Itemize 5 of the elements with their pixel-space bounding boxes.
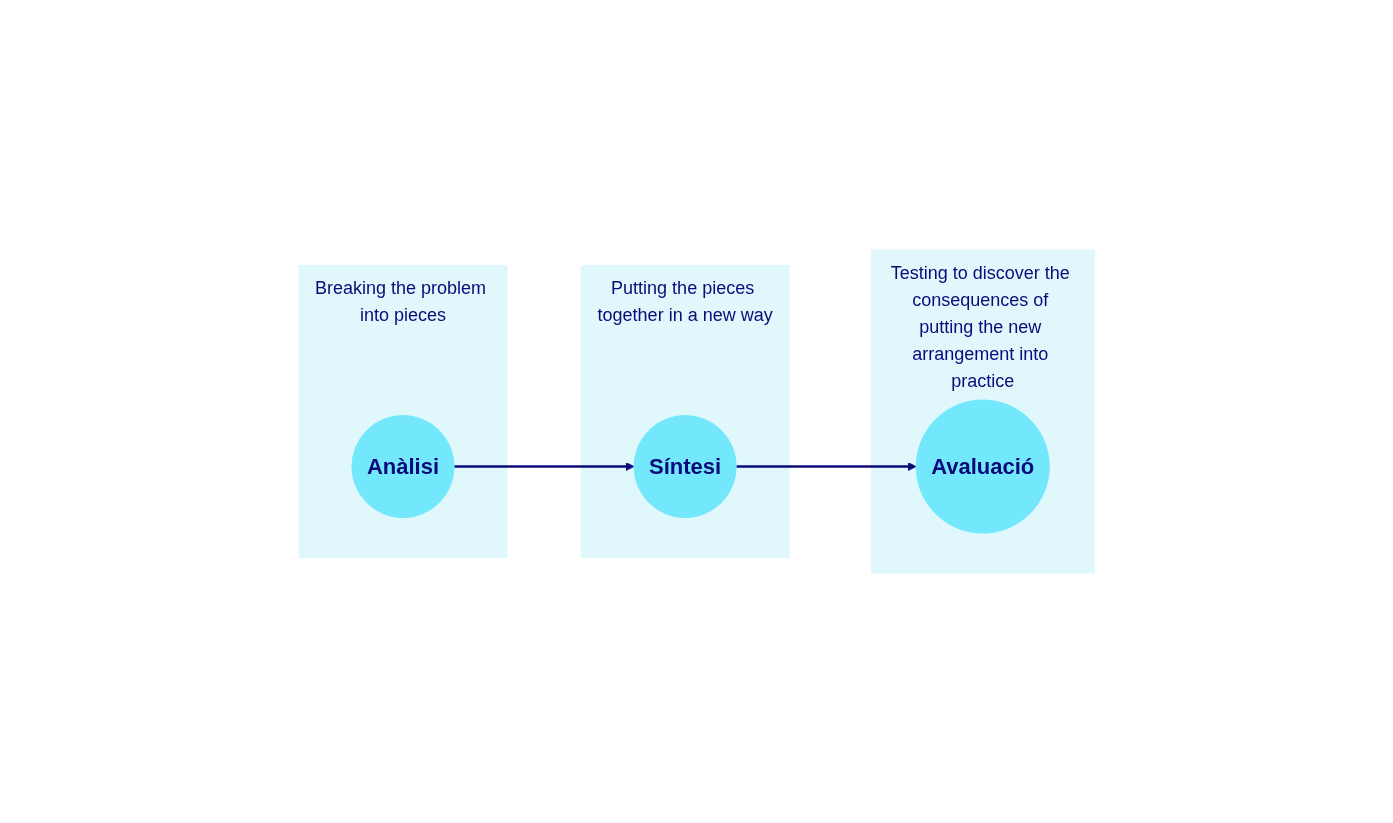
node-circle: Avaluació bbox=[915, 399, 1050, 534]
node-circle: Anàlisi bbox=[351, 414, 455, 519]
node-circle: Síntesi bbox=[633, 414, 737, 519]
arrow bbox=[736, 462, 917, 471]
arrow bbox=[453, 462, 635, 471]
